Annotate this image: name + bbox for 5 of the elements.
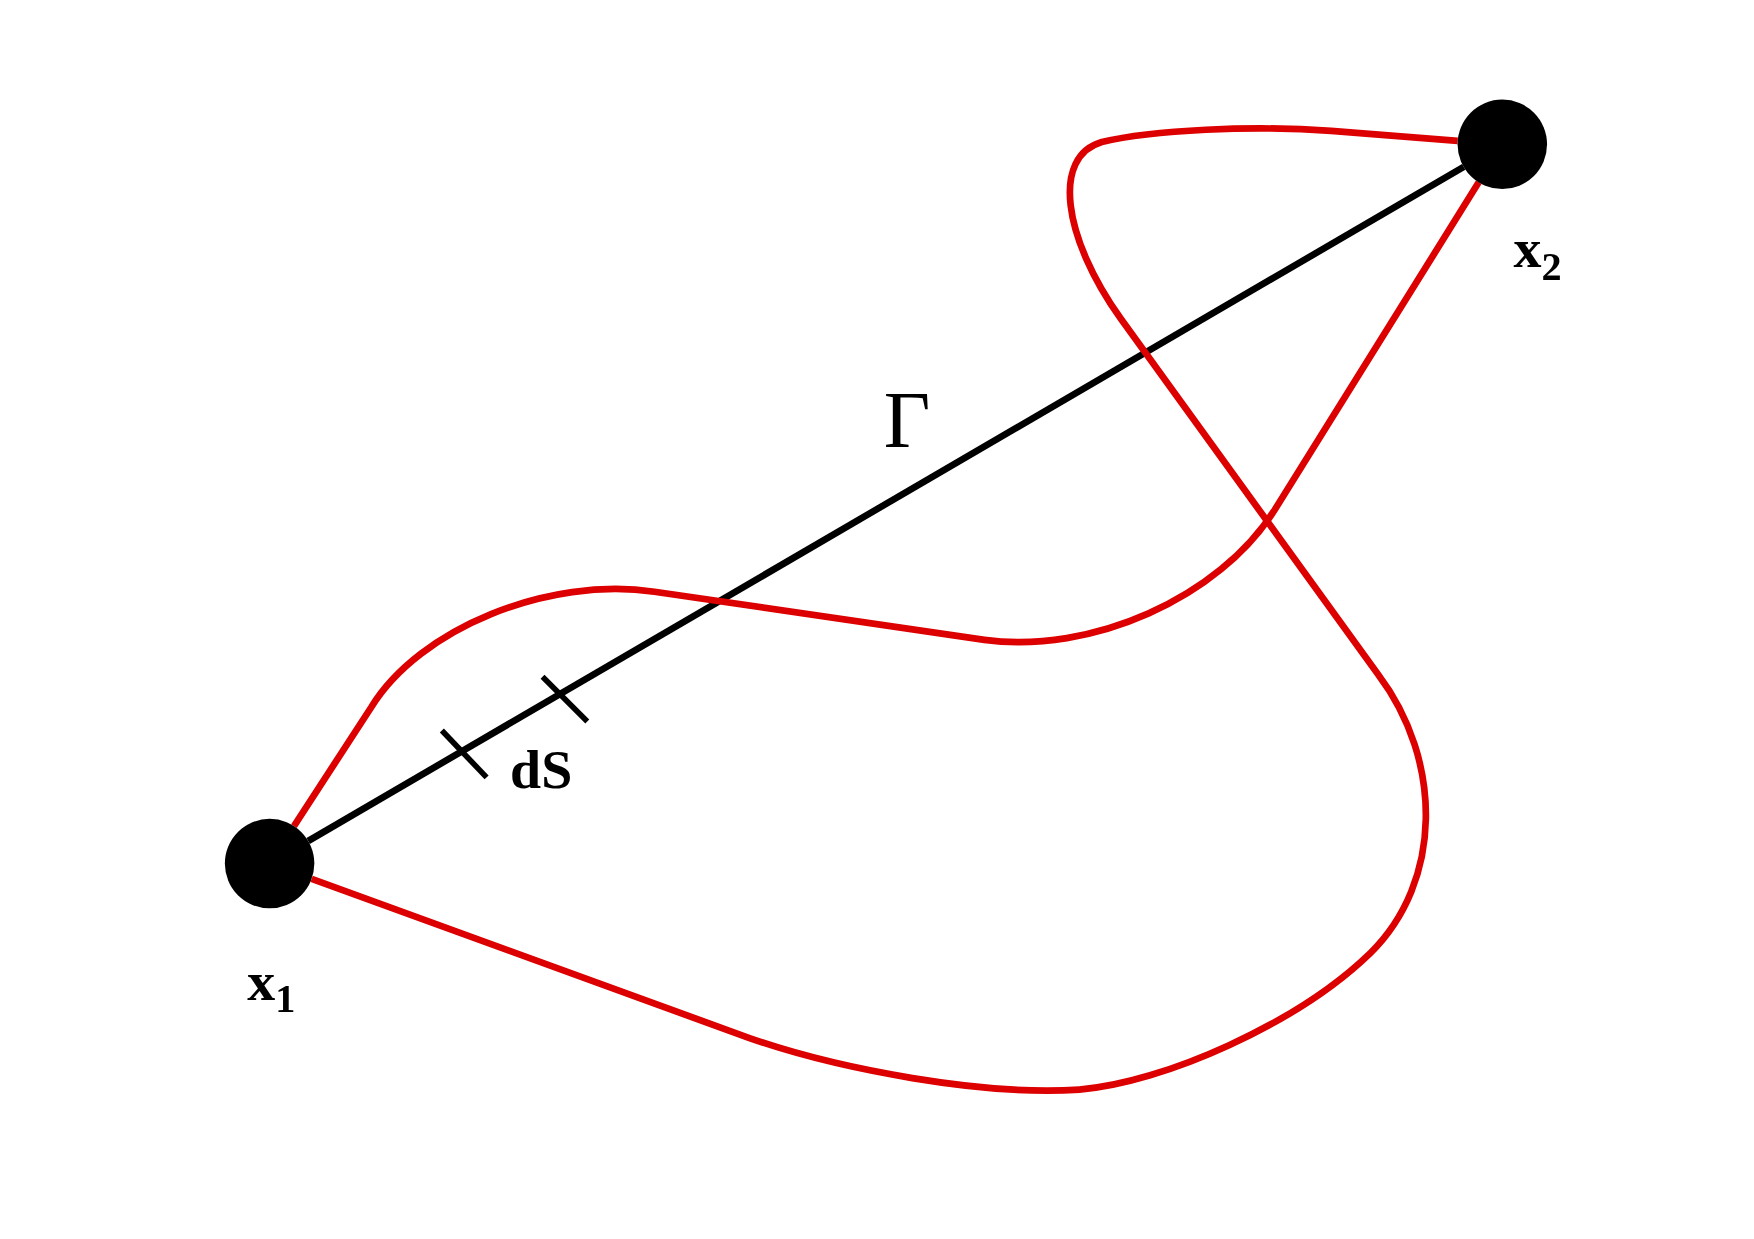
path-curve	[310, 125, 1458, 1094]
element-label: dS	[510, 740, 573, 797]
point-label: x$_{1}$	[247, 953, 296, 1020]
point-label: x$_{2}$	[1513, 220, 1562, 287]
edge-label: Γ	[883, 380, 931, 461]
